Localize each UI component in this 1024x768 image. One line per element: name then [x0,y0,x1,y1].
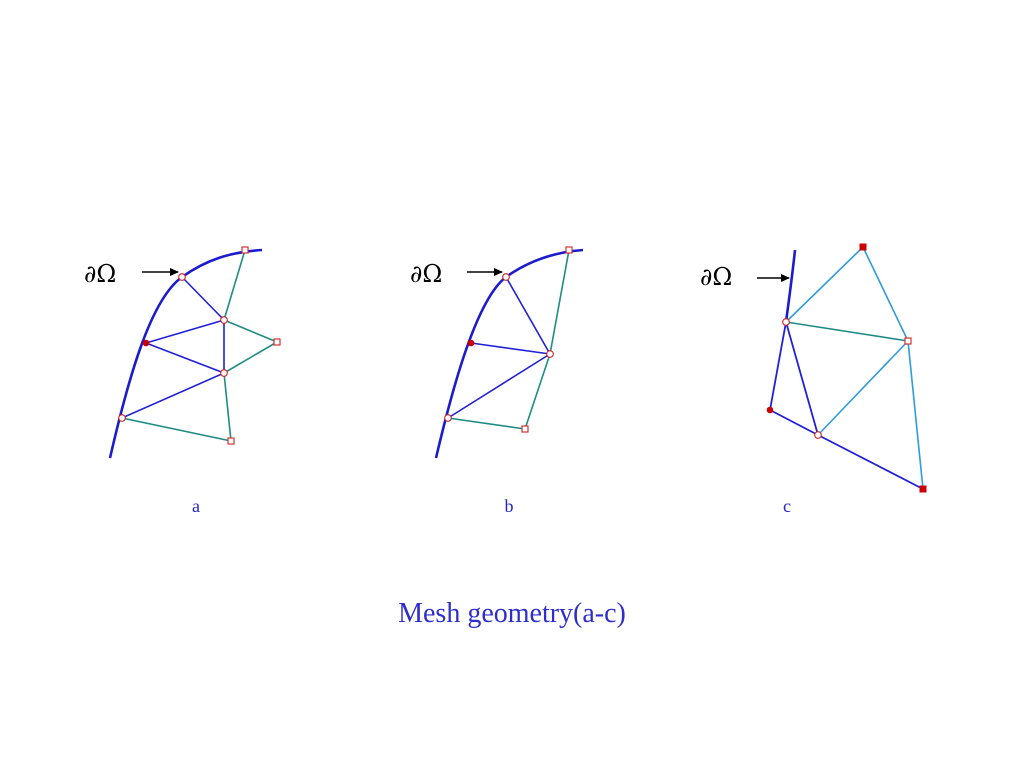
boundary-node [118,414,126,422]
interior-node [220,316,228,324]
boundary-node [502,273,510,281]
mesh-figure-a: ∂Ω a [84,246,281,516]
outer-node [565,246,573,254]
fixed-outer-node [919,485,927,493]
inner-edges-a [121,276,225,419]
fixed-outer-node [859,243,867,251]
outer-edges-b [447,249,570,430]
fixed-node [142,339,150,347]
interior-node [814,431,822,439]
interior-node [546,350,554,358]
outer-node [241,246,249,254]
outer-node [904,337,912,345]
boundary-curve-c [784,249,797,323]
outer-node [273,338,281,346]
inner-edges-b [447,276,551,419]
outer-edges-a [121,249,278,442]
caption: Mesh geometry(a-c) [398,598,626,629]
boundary-node [444,414,452,422]
figure-label-a: a [192,496,200,516]
boundary-node [178,273,186,281]
mid-edges-c [785,321,909,342]
nodes-b [444,246,573,433]
fixed-node [766,406,774,414]
mesh-figure-b: ∂Ω b [410,246,584,516]
boundary-label-c: ∂Ω [700,263,732,291]
outer-node [227,437,235,445]
nodes-a [118,246,281,445]
boundary-label-a: ∂Ω [84,260,116,288]
boundary-node [782,318,790,326]
figure-label-c: c [783,496,791,516]
outer-node [521,425,529,433]
boundary-curve-b [434,248,584,459]
nodes-c [766,243,927,493]
fixed-node [467,339,475,347]
boundary-curve-a [108,248,263,459]
figure-label-b: b [505,496,514,516]
boundary-label-b: ∂Ω [410,260,442,288]
outer-edges-c [785,246,924,490]
mesh-figure-c: ∂Ω c [700,243,927,516]
inner-edges-c [769,321,924,490]
interior-node [220,369,228,377]
